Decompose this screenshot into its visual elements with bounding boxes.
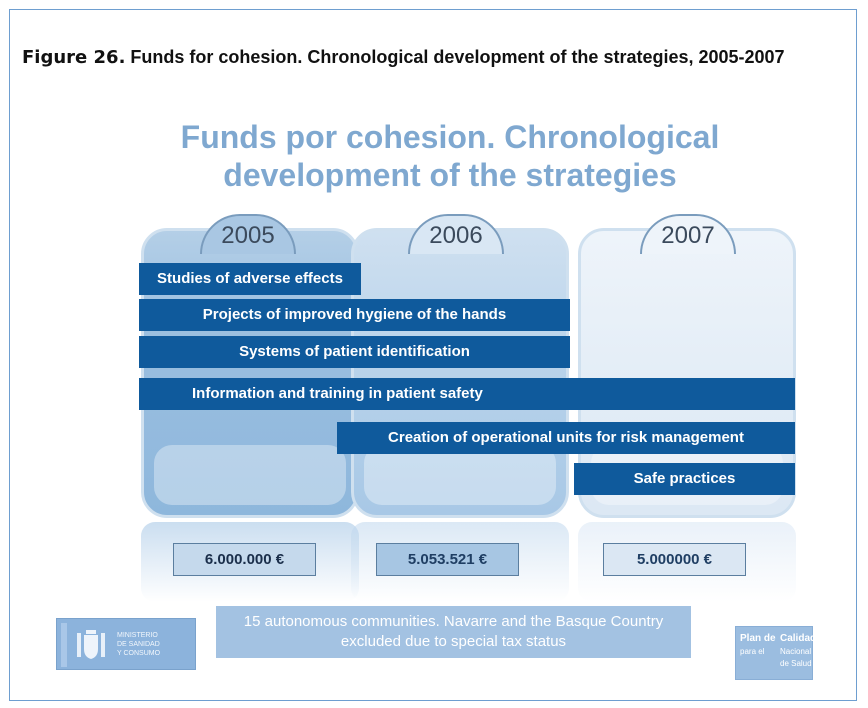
year-label-2007: 2007: [640, 214, 736, 254]
ministerio-logo-text: MINISTERIO DE SANIDAD Y CONSUMO: [117, 631, 160, 658]
logo-text-line: MINISTERIO: [117, 632, 158, 639]
logo-text: Calidad: [780, 633, 817, 644]
year-column-2006: [351, 228, 569, 518]
logo-stripe: [61, 623, 67, 667]
logo-text: Plan de: [740, 633, 776, 644]
plan-calidad-logo: Plan de Calidad para el Nacional de Salu…: [735, 626, 817, 680]
logo-text-line: Y CONSUMO: [117, 650, 161, 657]
logo-text-line: DE SANIDAD: [117, 641, 160, 648]
amount-box-2006: 5.053.521 €: [376, 543, 519, 576]
ministerio-logo: MINISTERIO DE SANIDAD Y CONSUMO: [56, 618, 196, 670]
footnote-line-1: 15 autonomous communities. Navarre and t…: [243, 613, 664, 630]
strategy-bar-adverse-effects: Studies of adverse effects: [139, 263, 361, 295]
figure-caption-text: Funds for cohesion. Chronological develo…: [130, 47, 785, 67]
logo-text: Nacional: [780, 647, 812, 656]
column-glow: [364, 445, 556, 505]
slide-title-line-2: development of the strategies: [223, 157, 677, 193]
figure-caption: Figure 26. Funds for cohesion. Chronolog…: [22, 42, 822, 73]
footnote-line-2: excluded due to special tax status: [340, 633, 567, 650]
logo-text: para el: [740, 647, 765, 656]
strategy-bar-risk-management-units: Creation of operational units for risk m…: [337, 422, 795, 454]
strategy-bar-hand-hygiene: Projects of improved hygiene of the hand…: [139, 299, 570, 331]
figure-number: Figure 26.: [22, 47, 126, 68]
strategy-bar-patient-identification: Systems of patient identification: [139, 336, 570, 368]
column-glow: [154, 445, 346, 505]
strategy-bar-information-training: Information and training in patient safe…: [139, 378, 795, 410]
slide-title: Funds por cohesion. Chronological develo…: [140, 118, 760, 194]
amount-box-2007: 5.000000 €: [603, 543, 746, 576]
amount-box-2005: 6.000.000 €: [173, 543, 316, 576]
logo-text: de Salud: [780, 659, 812, 668]
footnote-box: 15 autonomous communities. Navarre and t…: [216, 606, 691, 658]
coat-of-arms-icon: [77, 630, 105, 659]
strategy-bar-safe-practices: Safe practices: [574, 463, 795, 495]
slide-title-line-1: Funds por cohesion. Chronological: [180, 119, 720, 155]
